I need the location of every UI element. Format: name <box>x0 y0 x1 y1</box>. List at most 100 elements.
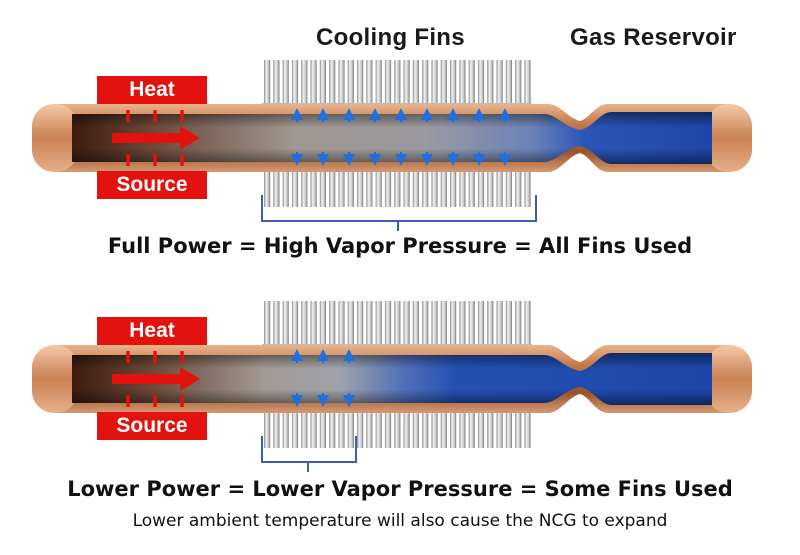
source-label-low: Source <box>97 412 207 440</box>
source-label-full: Source <box>97 171 207 199</box>
cooling-fin <box>422 301 429 347</box>
cooling-fin <box>329 167 336 207</box>
cooling-fin <box>310 408 317 448</box>
cooling-fin <box>264 167 271 207</box>
cooling-fin <box>431 301 438 347</box>
cooling-fin <box>347 167 354 207</box>
cooling-fin <box>347 60 354 106</box>
cooling-fin <box>403 60 410 106</box>
cooling-fin <box>459 408 466 448</box>
cooling-fin <box>319 301 326 347</box>
cooling-fin <box>310 60 317 106</box>
cooling-fin <box>403 167 410 207</box>
cooling-fin <box>496 60 503 106</box>
cooling-fin <box>412 301 419 347</box>
cooling-fin <box>375 167 382 207</box>
cooling-fin <box>301 408 308 448</box>
cooling-fin <box>450 408 457 448</box>
cooling-fin <box>357 60 364 106</box>
cooling-fin <box>515 60 522 106</box>
cooling-fin <box>440 408 447 448</box>
cooling-fin <box>319 167 326 207</box>
cooling-fin <box>431 408 438 448</box>
cooling-fin <box>282 301 289 347</box>
cooling-fin <box>291 167 299 207</box>
cooling-fin <box>394 167 401 207</box>
cooling-fin <box>468 301 475 347</box>
cooling-fin <box>505 167 512 207</box>
cooling-fin <box>366 408 373 448</box>
cooling-fin <box>440 167 447 207</box>
cooling-fin <box>347 408 354 448</box>
cooling-fin <box>450 60 457 106</box>
cooling-fin <box>264 60 271 106</box>
cooling-fin <box>496 408 503 448</box>
cooling-fin <box>459 167 466 207</box>
cooling-fin <box>477 167 485 207</box>
cooling-fin <box>422 408 429 448</box>
cooling-fin <box>291 301 299 347</box>
cooling-fin <box>431 167 438 207</box>
heat-flow-arrow <box>112 126 200 150</box>
cooling-fin <box>310 301 317 347</box>
cooling-fin <box>301 301 308 347</box>
cooling-fin <box>310 167 317 207</box>
cooling-fin <box>450 167 457 207</box>
cooling-fin <box>412 60 419 106</box>
cooling-fins-label: Cooling Fins <box>316 24 465 51</box>
cooling-fin <box>515 408 522 448</box>
cooling-fin <box>496 301 503 347</box>
cooling-fin <box>273 60 280 106</box>
cooling-fin <box>487 301 494 347</box>
cooling-fin <box>338 167 345 207</box>
caption-lower-power: Lower Power = Lower Vapor Pressure = Som… <box>67 477 733 501</box>
cooling-fin <box>515 301 522 347</box>
cooling-fin <box>338 408 345 448</box>
cooling-fin <box>375 408 382 448</box>
cooling-fin <box>384 408 392 448</box>
cooling-fin <box>422 167 429 207</box>
cooling-fin <box>487 408 494 448</box>
cooling-fin <box>403 408 410 448</box>
cooling-fin <box>468 167 475 207</box>
cooling-fin <box>347 301 354 347</box>
cooling-fin <box>450 301 457 347</box>
panel-full-power <box>32 60 752 231</box>
cooling-fin <box>291 408 299 448</box>
cooling-fin <box>375 60 382 106</box>
cooling-fin <box>273 301 280 347</box>
cooling-fin <box>282 60 289 106</box>
cooling-fin <box>477 301 485 347</box>
heat-label-low: Heat <box>97 317 207 345</box>
heat-label-full: Heat <box>97 76 207 104</box>
cooling-fin <box>477 60 485 106</box>
cooling-fin <box>422 60 429 106</box>
cooling-fin <box>375 301 382 347</box>
cooling-fin <box>366 301 373 347</box>
cooling-fin <box>273 167 280 207</box>
cooling-fin <box>329 408 336 448</box>
cooling-fin <box>384 167 392 207</box>
cooling-fin <box>357 301 364 347</box>
cooling-fin <box>515 167 522 207</box>
cooling-fin <box>282 408 289 448</box>
cooling-fin <box>366 60 373 106</box>
pipe-end-cap-left <box>32 345 78 413</box>
cooling-fin <box>394 60 401 106</box>
cooling-fin <box>440 301 447 347</box>
cooling-fin <box>319 60 326 106</box>
cooling-fin <box>412 167 419 207</box>
cooling-fin <box>477 408 485 448</box>
cooling-fin <box>338 301 345 347</box>
pipe-interior-shading <box>72 112 712 164</box>
panel-lower-power <box>32 301 752 472</box>
fins-top <box>264 60 531 106</box>
pipe-end-cap-right <box>706 345 752 413</box>
cooling-fin <box>301 60 308 106</box>
cooling-fin <box>394 408 401 448</box>
cooling-fin <box>524 408 531 448</box>
cooling-fin <box>468 408 475 448</box>
cooling-fin <box>440 60 447 106</box>
cooling-fin <box>487 60 494 106</box>
